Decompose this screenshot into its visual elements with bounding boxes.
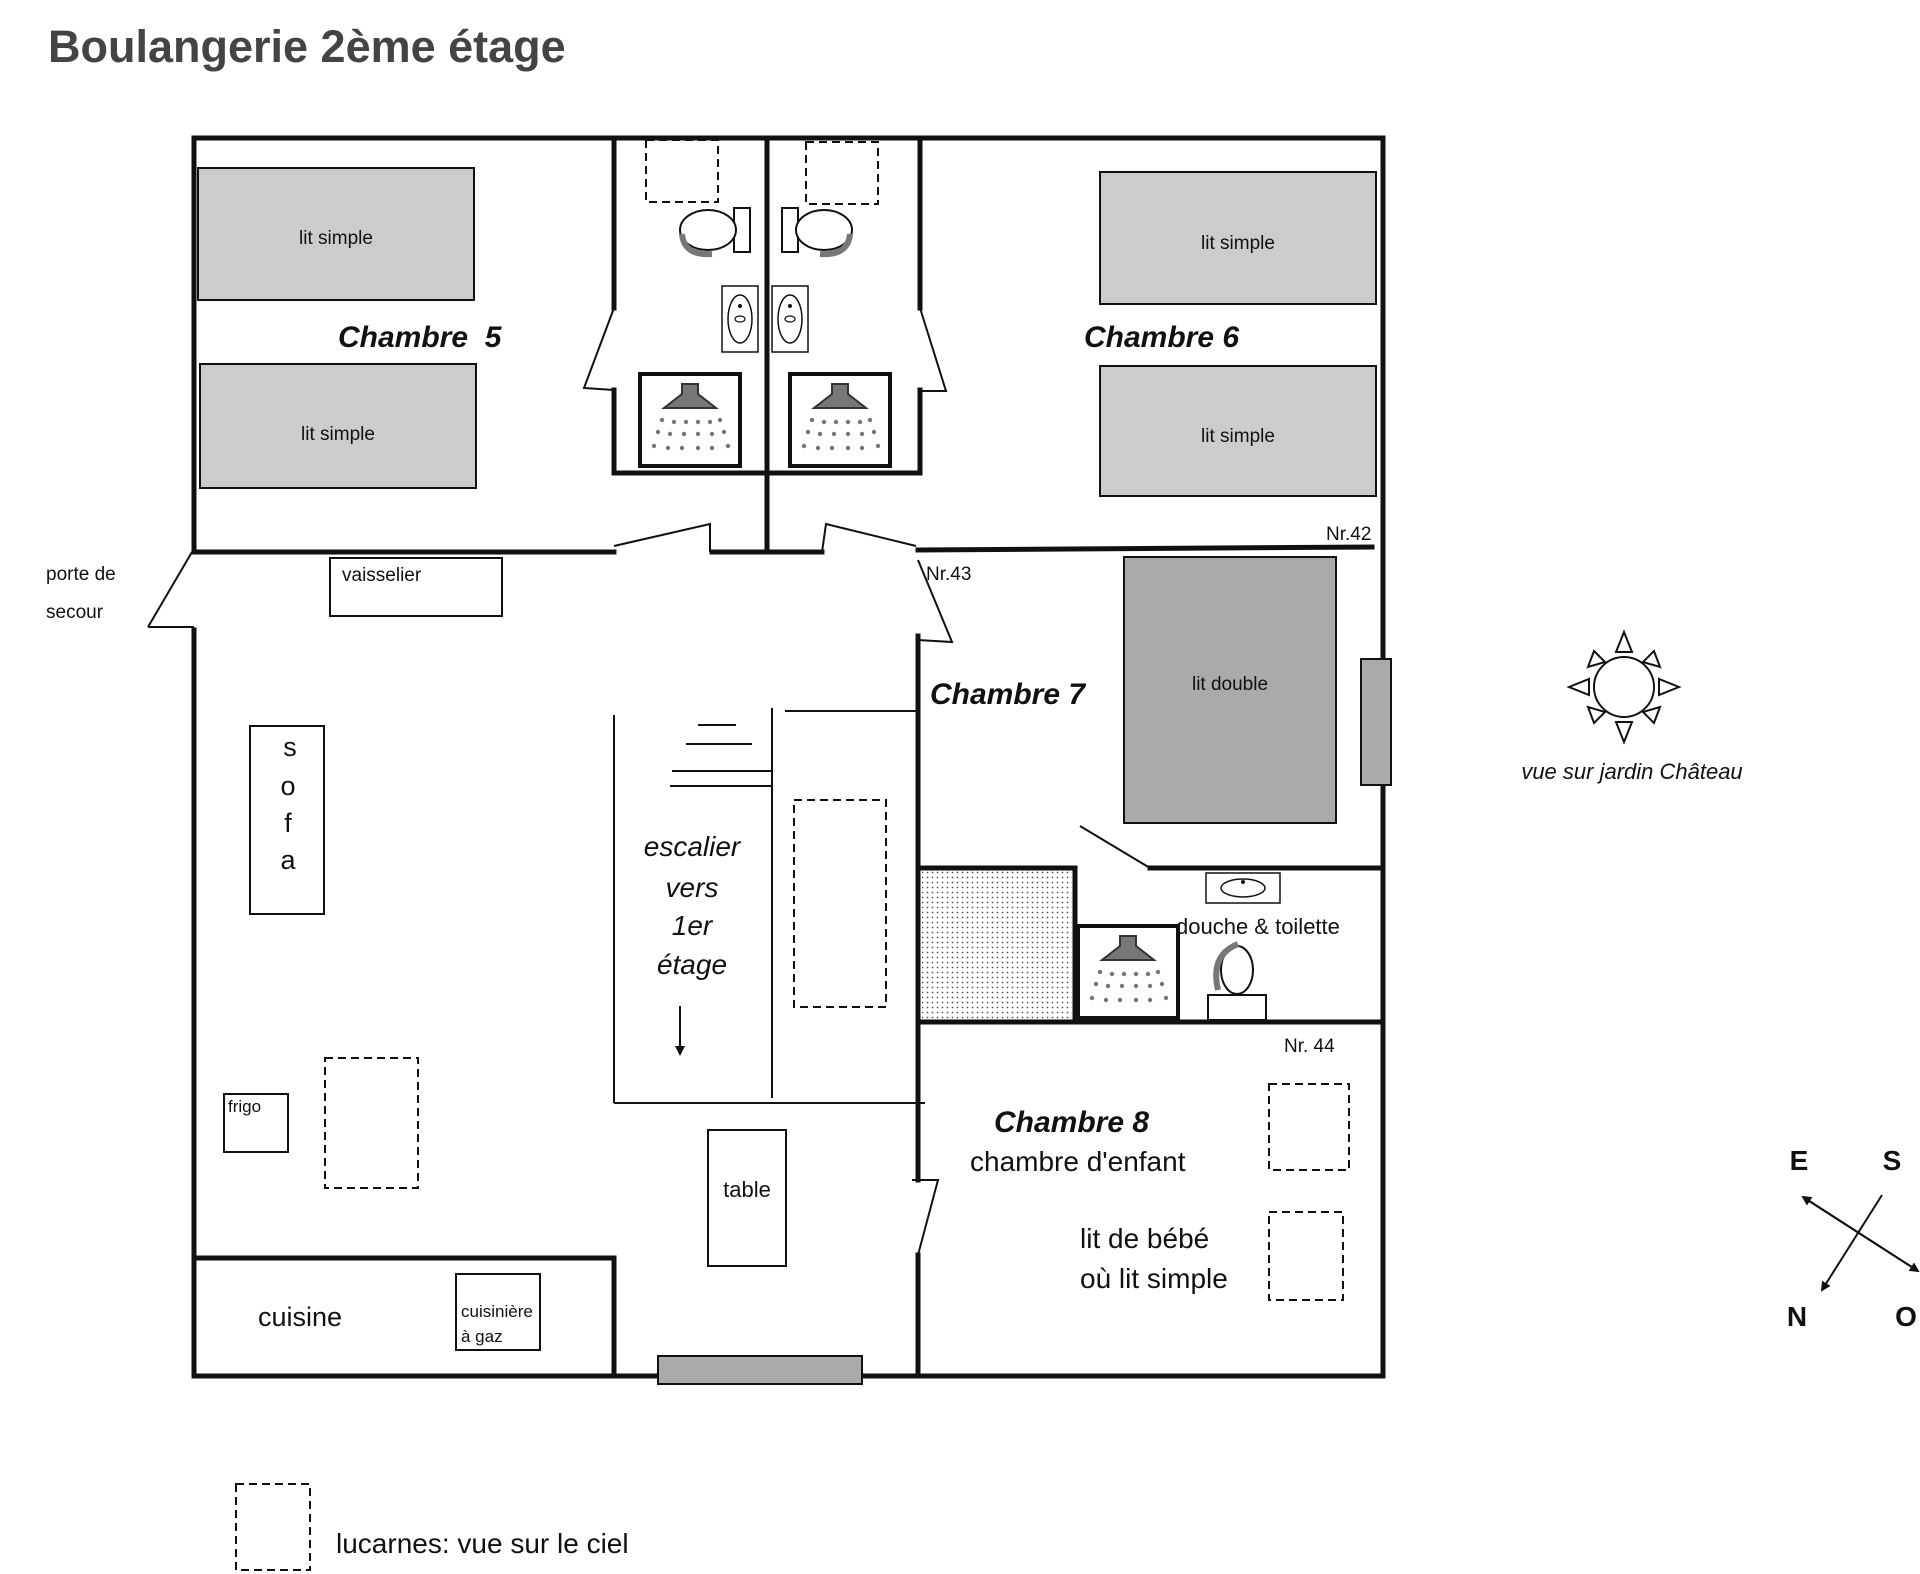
legend-skylight-symbol	[235, 1483, 311, 1571]
sofa-letter: f	[284, 808, 292, 838]
bed-ch5-2-label: lit simple	[301, 424, 375, 445]
emergency-door-label-2: secour	[46, 602, 104, 623]
shower-icon	[788, 372, 892, 468]
emergency-door-label-1: porte de	[46, 564, 116, 585]
skylight-bath-2	[805, 141, 879, 205]
skylight-ch8-2	[1268, 1211, 1344, 1301]
page-title: Boulangerie 2ème étage	[48, 21, 566, 72]
kitchen-label: cuisine	[258, 1302, 342, 1332]
fridge	[223, 1093, 289, 1153]
skylight-living	[324, 1057, 419, 1189]
sofa-letter: o	[280, 771, 295, 801]
fridge-label: frigo	[228, 1097, 261, 1116]
skylight-hall	[793, 799, 887, 1008]
stairs-label: escalier	[644, 831, 742, 862]
room-ch8-label: Chambre 8	[994, 1106, 1149, 1139]
outer-walls	[191, 135, 1386, 1379]
shower-icon	[638, 372, 742, 468]
interior-walls	[191, 135, 1386, 1379]
stairs	[670, 724, 772, 787]
bed-ch6-1	[1099, 171, 1377, 305]
compass-north: N	[1787, 1301, 1807, 1332]
bed-ch6-2-label: lit simple	[1201, 426, 1275, 447]
window-south	[657, 1355, 863, 1385]
stairs-label: 1er	[672, 910, 714, 941]
bed-ch7-double-label: lit double	[1192, 674, 1268, 695]
sink-icon	[1205, 872, 1281, 904]
bed-ch5-2	[199, 363, 477, 489]
bed-ch6-2	[1099, 365, 1377, 497]
bed-ch5-1	[197, 167, 475, 301]
room-number-43: Nr.43	[926, 564, 971, 585]
gas-stove	[455, 1273, 541, 1351]
crib-label-2: où lit simple	[1080, 1263, 1228, 1294]
stairs-label: vers	[666, 872, 719, 903]
sofa	[249, 725, 325, 915]
room-number-42: Nr.42	[1326, 524, 1371, 545]
gas-stove-label-2: à gaz	[461, 1327, 503, 1346]
crib-label-1: lit de bébé	[1080, 1223, 1209, 1254]
skylight-ch8-1	[1268, 1083, 1350, 1171]
table	[707, 1129, 787, 1267]
room-ch5-label: Chambre 5	[338, 321, 503, 354]
sun-view-label: vue sur jardin Château	[1521, 759, 1742, 784]
toilet-icon	[782, 208, 852, 254]
legend-label: lucarnes: vue sur le ciel	[336, 1528, 629, 1559]
gas-stove-label-1: cuisinière	[461, 1302, 533, 1321]
room-ch6-label: Chambre 6	[1084, 321, 1239, 354]
shower-icon	[1076, 924, 1180, 1020]
room-ch7-label: Chambre 7	[930, 678, 1086, 711]
dresser	[329, 557, 503, 617]
sofa-letter: s	[283, 732, 297, 762]
bed-ch5-1-label: lit simple	[299, 228, 373, 249]
room-number-44: Nr. 44	[1284, 1036, 1335, 1057]
sink-icon	[771, 285, 809, 353]
stairs-label: étage	[657, 949, 727, 980]
sofa-letter: a	[280, 845, 296, 875]
compass-icon	[1801, 1194, 1920, 1292]
room-ch8-sublabel: chambre d'enfant	[970, 1146, 1186, 1177]
doors	[147, 307, 1151, 1256]
toilet-icon	[680, 208, 750, 254]
window-east	[1360, 658, 1392, 786]
compass-south: S	[1883, 1145, 1902, 1176]
bed-ch7-double	[1123, 556, 1337, 824]
closet-hatched	[922, 871, 1072, 1019]
compass-east: E	[1790, 1145, 1809, 1176]
skylight-bath-1	[645, 139, 719, 203]
table-label: table	[723, 1177, 771, 1202]
compass-west: O	[1895, 1301, 1917, 1332]
bed-ch6-1-label: lit simple	[1201, 233, 1275, 254]
sun-icon	[1566, 629, 1682, 745]
sink-icon	[721, 285, 759, 353]
bathroom-ch7-label: douche & toilette	[1176, 914, 1340, 939]
dresser-label: vaisselier	[342, 565, 422, 586]
toilet-icon	[1207, 941, 1267, 1021]
